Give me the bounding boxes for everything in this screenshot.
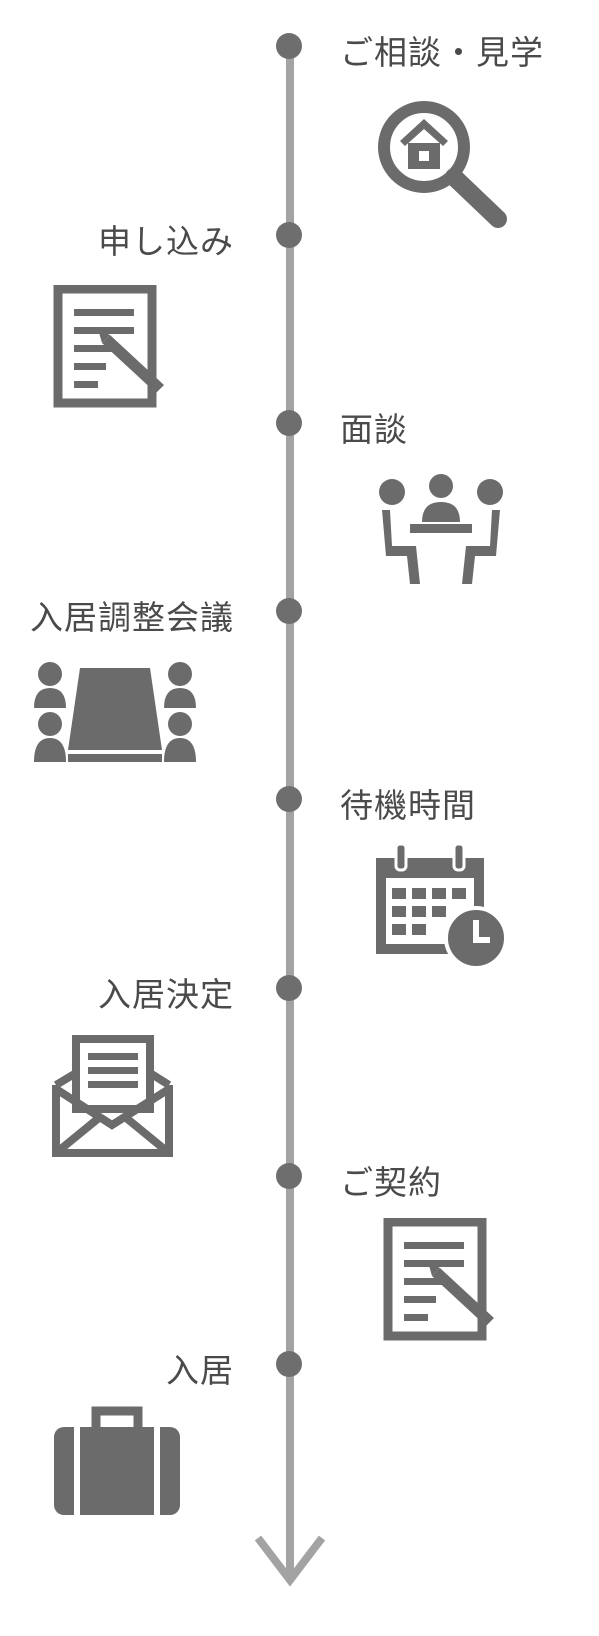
step-label: 入居 xyxy=(166,1351,234,1390)
meeting-icon xyxy=(376,472,506,587)
step-dot xyxy=(276,1163,302,1189)
step-dot xyxy=(276,410,302,436)
step-dot xyxy=(276,975,302,1001)
calendar-clock-icon xyxy=(372,842,512,972)
conference-table-icon xyxy=(30,660,202,768)
step-label: 待機時間 xyxy=(340,786,476,825)
step-label: 面談 xyxy=(340,410,408,449)
timeline-line xyxy=(286,42,294,1582)
step-label: 入居決定 xyxy=(98,975,234,1014)
step-dot xyxy=(276,1351,302,1377)
arrow-down-icon xyxy=(254,1535,326,1587)
step-label: 申し込み xyxy=(98,222,234,261)
house-search-icon xyxy=(372,95,512,230)
step-dot xyxy=(276,598,302,624)
step-dot xyxy=(276,222,302,248)
step-label: 入居調整会議 xyxy=(30,598,234,637)
step-dot xyxy=(276,33,302,59)
step-label: ご契約 xyxy=(340,1163,442,1202)
envelope-letter-icon xyxy=(50,1035,175,1160)
step-dot xyxy=(276,786,302,812)
document-pen-icon xyxy=(52,285,172,410)
document-pen-icon xyxy=(382,1218,502,1343)
suitcase-icon xyxy=(50,1405,185,1520)
step-label: ご相談・見学 xyxy=(340,33,544,72)
